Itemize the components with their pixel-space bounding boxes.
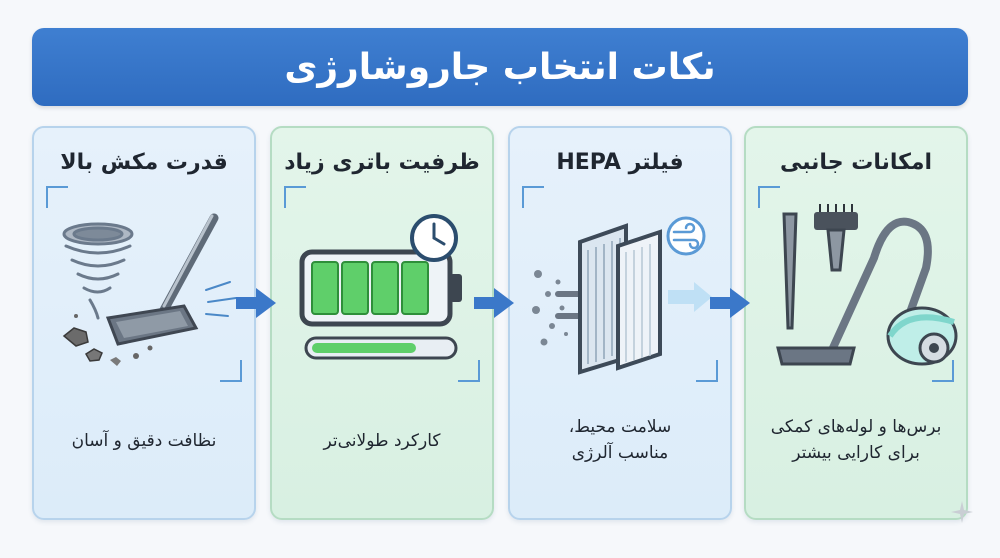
page-title: نکات انتخاب جاروشارژی [284,46,716,88]
card-accessories: امکانات جانبی برس‌ها و لوله‌های کمکی برا… [744,126,968,520]
corner-bracket [220,360,242,382]
card-battery-capacity: ظرفیت باتری زیاد کارکرد طولانی‌تر [270,126,494,520]
desc-line: مناسب آلرژی [571,443,669,463]
corner-bracket [758,186,780,208]
card-description: برس‌ها و لوله‌های کمکی برای کارایی بیشتر [754,414,958,466]
accessories-icon [776,204,958,366]
flow-arrow-icon [236,288,276,318]
title-banner: نکات انتخاب جاروشارژی [32,28,968,106]
sparkle-icon [951,501,973,523]
vacuum-suction-icon [62,213,237,366]
card-title: قدرت مکش بالا [60,150,228,175]
desc-line: برای کارایی بیشتر [792,443,920,463]
desc-line: سلامت محیط، [568,417,672,437]
corner-bracket [696,360,718,382]
card-title: فیلتر HEPA [556,150,684,175]
card-hepa-filter: فیلتر HEPA [508,126,732,520]
card-description: سلامت محیط، مناسب آلرژی [518,414,722,466]
corner-bracket [284,186,306,208]
corner-bracket [932,360,954,382]
card-description: نظافت دقیق و آسان [42,428,246,454]
desc-line: برس‌ها و لوله‌های کمکی [770,417,942,437]
hepa-filter-icon [532,216,712,375]
corner-bracket [522,186,544,208]
corner-bracket [458,360,480,382]
battery-clock-icon [299,214,462,360]
card-description: کارکرد طولانی‌تر [280,428,484,454]
flow-arrow-icon [474,288,514,318]
card-suction-power: قدرت مکش بالا نظافت د [32,126,256,520]
desc-line: کارکرد طولانی‌تر [323,431,441,451]
card-title: ظرفیت باتری زیاد [284,150,480,175]
card-title: امکانات جانبی [779,150,933,175]
corner-bracket [46,186,68,208]
desc-line: نظافت دقیق و آسان [71,431,217,451]
flow-arrow-icon [710,288,750,318]
